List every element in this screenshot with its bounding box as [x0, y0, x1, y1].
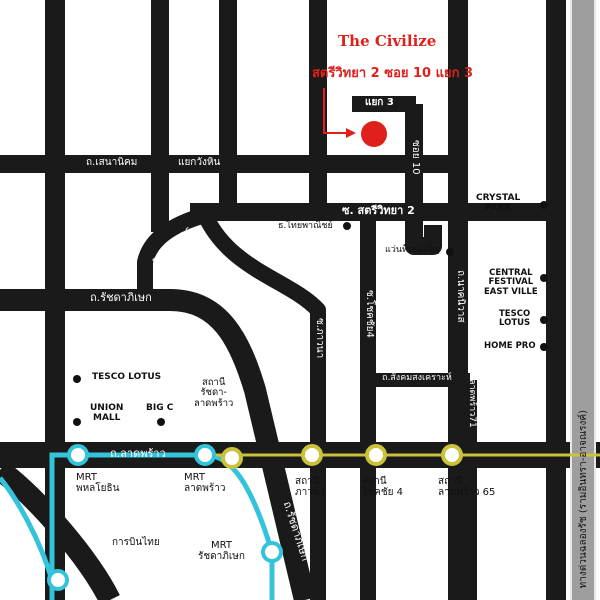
- label-nak-niwat: ถ.นาคนิวาส: [455, 270, 466, 323]
- label-st-phawana: สถานี ภาวนา: [295, 476, 326, 498]
- pointer-arrow: [323, 88, 346, 134]
- ratchada-ladprao-station: [221, 447, 243, 469]
- phawana-station: [301, 444, 323, 466]
- place-thai-airways: การบินไทย: [112, 537, 160, 548]
- label-soi10: ซอย 10: [410, 140, 421, 175]
- label-st-chokchai4: สถานี โชคชัย 4: [362, 476, 404, 498]
- road-soi10: [405, 104, 442, 255]
- mrt-ratchada-station: [261, 541, 283, 563]
- label-ratchada-ladprao-station: สถานี รัชดา- ลาดพร้าว: [194, 377, 234, 409]
- label-ratchada: ถ.รัชดาภิเษก: [90, 291, 152, 304]
- place-big-c: BIG C: [146, 403, 174, 413]
- place-wan-kaew: แว่นท็อปเจริญ: [385, 245, 440, 255]
- project-name: The Civilize: [338, 32, 437, 50]
- label-songkhro: ถ.สังคมสงเคราะห์: [382, 373, 452, 383]
- label-soi-yaek3: แยก 3: [365, 97, 394, 108]
- label-chokchai4: ซ.โชคชัย4: [364, 290, 375, 338]
- place-thai-panich: ธ.ไทยพาณิชย์: [278, 221, 333, 231]
- label-expressway: ทางด่วนฉลองรัช (รามอินทรา-อาจณรงค์): [578, 410, 589, 589]
- mrt-ladprao-station: [194, 444, 216, 466]
- dot-wan-kaew: [446, 248, 454, 256]
- place-union-mall: UNION MALL: [90, 403, 124, 423]
- label-mrt-ladprao: MRT ลาดพร้าว: [184, 472, 226, 494]
- dot-tesco-lotus-right: [540, 316, 548, 324]
- label-lat-phrao: ถ.ลาดพร้าว: [110, 447, 166, 460]
- label-st-ladprao65: สถานี ลาดพร้าว 65: [438, 476, 496, 498]
- road-vibhavadi: [0, 461, 120, 600]
- label-mrt-ratchada: MRT รัชดาภิเษก: [198, 540, 245, 562]
- place-tesco-lotus-right: TESCO LOTUS: [499, 309, 531, 329]
- road-ratchada36: [137, 207, 208, 300]
- label-phawana: ซ.ภาวนา: [314, 318, 325, 359]
- chokchai4-station: [365, 444, 387, 466]
- place-home-pro: HOME PRO: [484, 341, 536, 351]
- place-tesco-lotus-left: TESCO LOTUS: [92, 372, 162, 382]
- dot-union-mall: [73, 418, 81, 426]
- road-ratchada: [0, 289, 316, 600]
- ladprao65-station: [441, 444, 463, 466]
- mrt-phahon-station: [67, 444, 89, 466]
- road-phawana: [197, 211, 326, 600]
- label-mrt-phahon: MRT พหลโยธิน: [76, 472, 120, 494]
- dot-tesco-lotus-left: [73, 375, 81, 383]
- label-lat-phrao71: ซ.ลาดพร้าว71: [467, 370, 477, 428]
- project-address: สตรีวิทยา 2 ซอย 10 แยก 3: [312, 66, 474, 81]
- dot-central-festival: [540, 274, 548, 282]
- dot-thai-panich: [343, 222, 351, 230]
- dot-big-c: [157, 418, 165, 426]
- place-crystal-park: CRYSTAL PARK: [476, 193, 521, 213]
- project-marker: [361, 121, 387, 147]
- dot-crystal-park: [540, 201, 548, 209]
- label-sri-witthaya2: ซ. สตรีวิทยา 2: [342, 204, 415, 217]
- mrt-station-bottom: [47, 569, 69, 591]
- dot-home-pro: [540, 343, 548, 351]
- label-sena-nikhom: ถ.เสนานิคม: [86, 157, 138, 168]
- place-central-festival: CENTRAL FESTIVAL EAST VILLE: [484, 268, 538, 297]
- label-yaek-wangkhin: แยกวังหิน: [178, 157, 221, 168]
